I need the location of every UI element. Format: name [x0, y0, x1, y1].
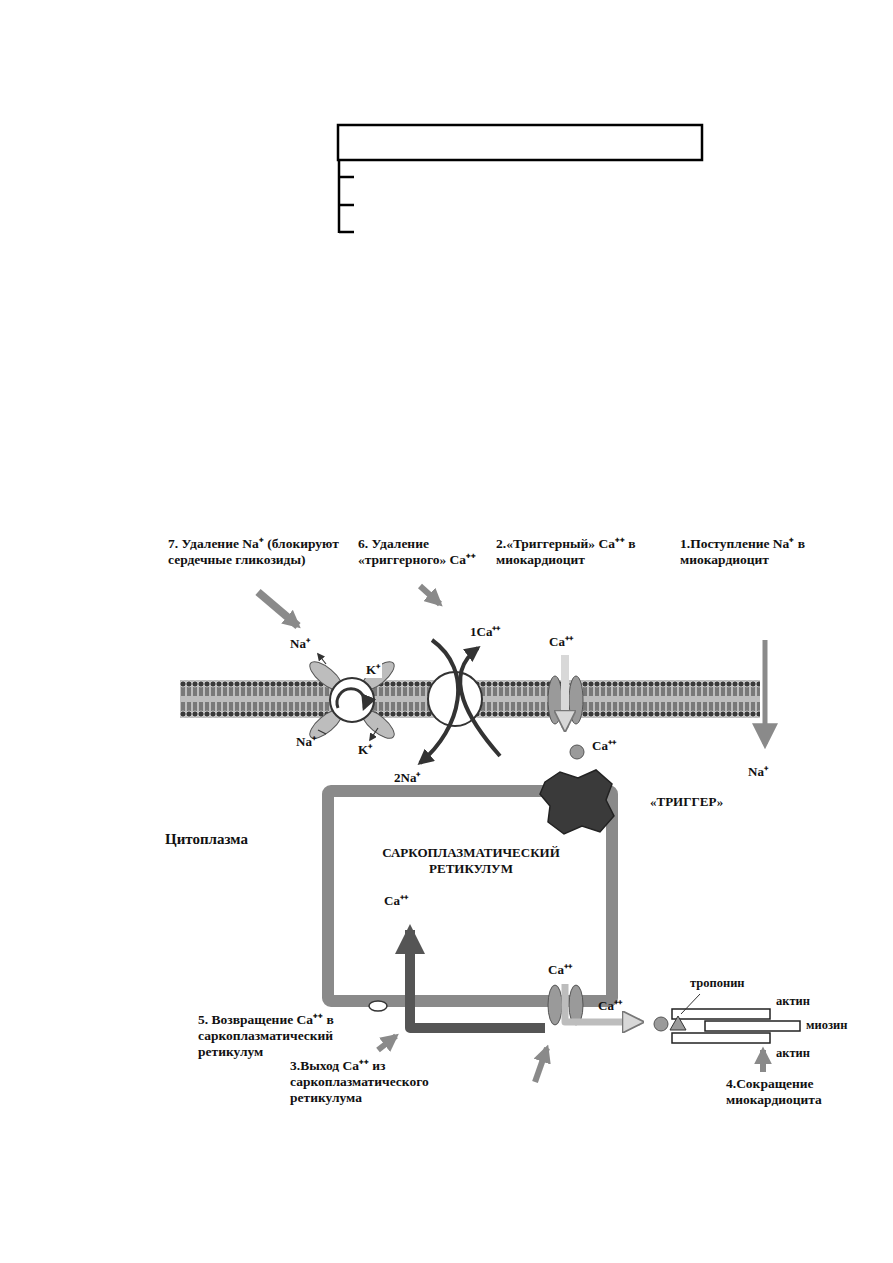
ion-label: Ca⁺⁺: [549, 634, 573, 650]
callout-arrow: [760, 1050, 766, 1072]
calcium-influx-arrow: [561, 655, 569, 728]
calcium-out-arrow: [460, 648, 500, 756]
callout-text: 2.«Триггерный» Ca⁺⁺ в миокардиоцит: [496, 536, 661, 568]
sodium-calcium-exchanger: [420, 640, 500, 763]
ryanodine-receptor: [540, 770, 614, 834]
callout-arrow: [535, 1048, 547, 1082]
ion-label: 1Ca⁺⁺: [470, 624, 500, 640]
callout-text: 6. Удаление «триггерного» Ca⁺⁺: [358, 536, 498, 568]
troponin: [670, 1016, 686, 1030]
pump-body: [330, 678, 374, 722]
ion-label: тропонин: [690, 976, 745, 991]
ion-label: Цитоплазма: [165, 830, 248, 848]
sarcomere: [654, 994, 800, 1043]
ion-label: Na⁺: [748, 764, 768, 780]
table-rule: [339, 204, 354, 207]
ion-label: Ca⁺⁺: [592, 738, 616, 754]
calcium-ion: [654, 1017, 668, 1031]
callout-text: 3.Выход Ca⁺⁺ из саркоплазматического рет…: [290, 1058, 465, 1107]
ion-label: K⁺: [364, 662, 382, 678]
callout-arrow: [420, 586, 440, 604]
callout-text: 7. Удаление Na⁺ (блокируют сердечные гли…: [168, 536, 360, 568]
ion-label: Ca⁺⁺: [598, 998, 622, 1014]
table-frame: [338, 125, 702, 160]
sodium-in-arrow: [420, 640, 458, 763]
ion-label: Na⁺: [290, 636, 310, 652]
callout-arrow: [378, 1036, 396, 1050]
empty-table: [338, 125, 702, 233]
ion-arrow: [318, 654, 326, 664]
pump-rotation: [337, 689, 365, 708]
ion-label: 2Na⁺: [394, 770, 420, 786]
callout-text: 4.Сокращение миокардиоцита: [726, 1076, 851, 1108]
sodium-potassium-pump: [306, 654, 399, 743]
ion-label: миозин: [806, 1018, 847, 1033]
calcium-ion: [570, 745, 584, 759]
ion-label: Ca⁺⁺: [384, 893, 408, 909]
ion-arrow: [370, 728, 378, 740]
actin-filament: [672, 1009, 770, 1019]
ion-label: Na⁺: [296, 734, 316, 750]
calcium-reuptake-arrow: [410, 930, 545, 1028]
ion-label: Ca⁺⁺: [548, 962, 572, 978]
sr-release-channel: [548, 984, 640, 1025]
calcium-channel: [548, 655, 583, 728]
channel-subunit: [569, 676, 583, 724]
ion-label: актин: [776, 1046, 810, 1061]
channel-subunit: [548, 985, 562, 1025]
ion-arrow: [370, 664, 376, 672]
ion-label: «ТРИГГЕР»: [650, 794, 723, 810]
organelle-name: САРКОПЛАЗМАТИЧЕСКИЙ РЕТИКУЛУМ: [356, 845, 586, 876]
callout-text: 1.Поступление Na⁺ в миокардиоцит: [680, 536, 830, 568]
channel-subunit: [548, 676, 562, 724]
ion-arrow: [318, 730, 326, 734]
ion-label: актин: [776, 994, 810, 1009]
myosin-filament: [705, 1021, 800, 1031]
calcium-release-arrow: [565, 984, 640, 1022]
actin-filament: [672, 1033, 770, 1043]
table-rule: [339, 176, 354, 179]
sodium-entry-arrow: [763, 640, 768, 744]
leader-line: [681, 994, 700, 1014]
callout-text: 5. Возвращение Ca⁺⁺ в саркоплазматически…: [198, 1012, 376, 1061]
table-rule: [339, 231, 354, 234]
ion-label: K⁺: [358, 742, 372, 758]
serca-pump: [369, 1001, 387, 1011]
table-rule: [338, 160, 341, 233]
callout-arrow: [258, 592, 298, 626]
